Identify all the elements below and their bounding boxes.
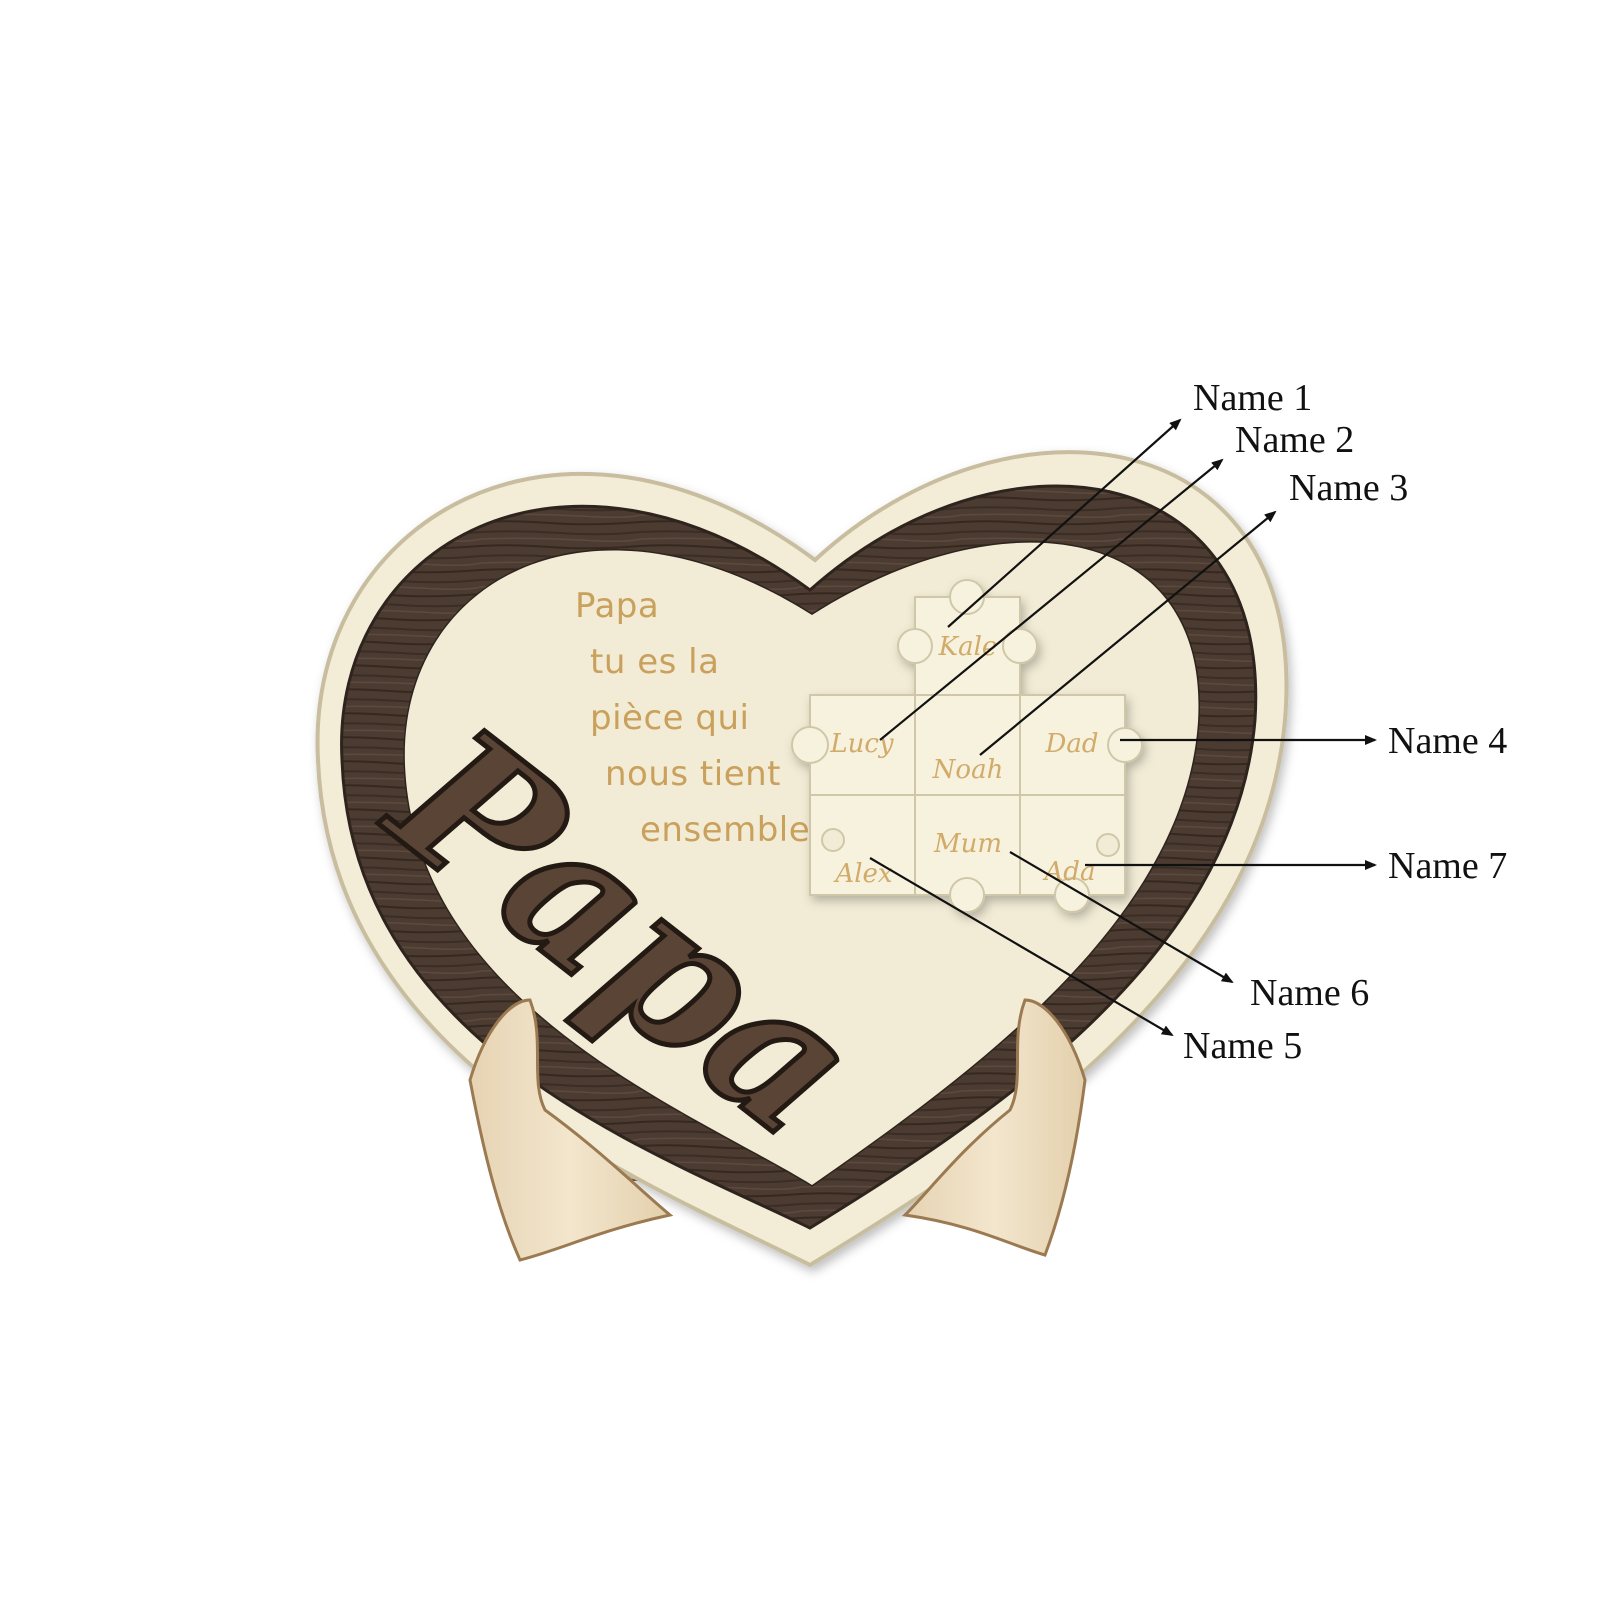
callout-labels: Name 1 Name 2 Name 3 Name 4 Name 5 Name …: [1183, 377, 1507, 1067]
callout-label-4: Name 4: [1388, 720, 1507, 762]
engraved-message: Papa tu es la pièce qui nous tient ensem…: [575, 586, 821, 850]
puzzle-piece-mum: Mum: [914, 794, 1021, 913]
message-line-1: Papa: [575, 586, 659, 626]
piece-label-lucy: Lucy: [829, 729, 894, 759]
callout-line-1: [947, 418, 1182, 628]
puzzle-piece-noah: Noah: [914, 694, 1021, 796]
puzzle-piece-dad: Dad: [1019, 694, 1143, 796]
callout-line-5: [869, 857, 1174, 1037]
callout-label-3: Name 3: [1289, 467, 1408, 509]
puzzle-piece-alex: Alex: [809, 794, 916, 896]
stand-left-leg: [468, 998, 674, 1262]
callout-label-1: Name 1: [1193, 377, 1312, 419]
puzzle-piece-lucy: Lucy: [791, 694, 916, 796]
message-line-4: nous tient: [605, 754, 781, 794]
piece-label-alex: Alex: [833, 859, 892, 889]
message-line-5: ensemble.: [640, 810, 821, 850]
piece-label-ada: Ada: [1043, 857, 1096, 887]
puzzle-piece-kale: Kale: [897, 579, 1038, 696]
callout-line-3: [979, 510, 1277, 756]
piece-label-dad: Dad: [1045, 729, 1099, 759]
callout-label-6: Name 6: [1250, 972, 1369, 1014]
callout-lines: [869, 418, 1377, 1037]
piece-label-noah: Noah: [932, 755, 1004, 785]
callout-line-6: [1009, 851, 1234, 984]
stand-right-leg: [901, 998, 1087, 1257]
callout-label-2: Name 2: [1235, 419, 1354, 461]
puzzle-piece-ada: Ada: [1019, 794, 1126, 913]
piece-label-mum: Mum: [933, 829, 1002, 859]
message-line-2: tu es la: [590, 642, 719, 682]
callout-line-2: [879, 458, 1224, 741]
piece-label-kale: Kale: [938, 632, 998, 662]
callout-label-7: Name 7: [1388, 845, 1507, 887]
puzzle-group: Kale Lucy Noah Dad Al: [791, 579, 1143, 913]
message-line-3: pièce qui: [590, 698, 749, 738]
callout-label-5: Name 5: [1183, 1025, 1302, 1067]
